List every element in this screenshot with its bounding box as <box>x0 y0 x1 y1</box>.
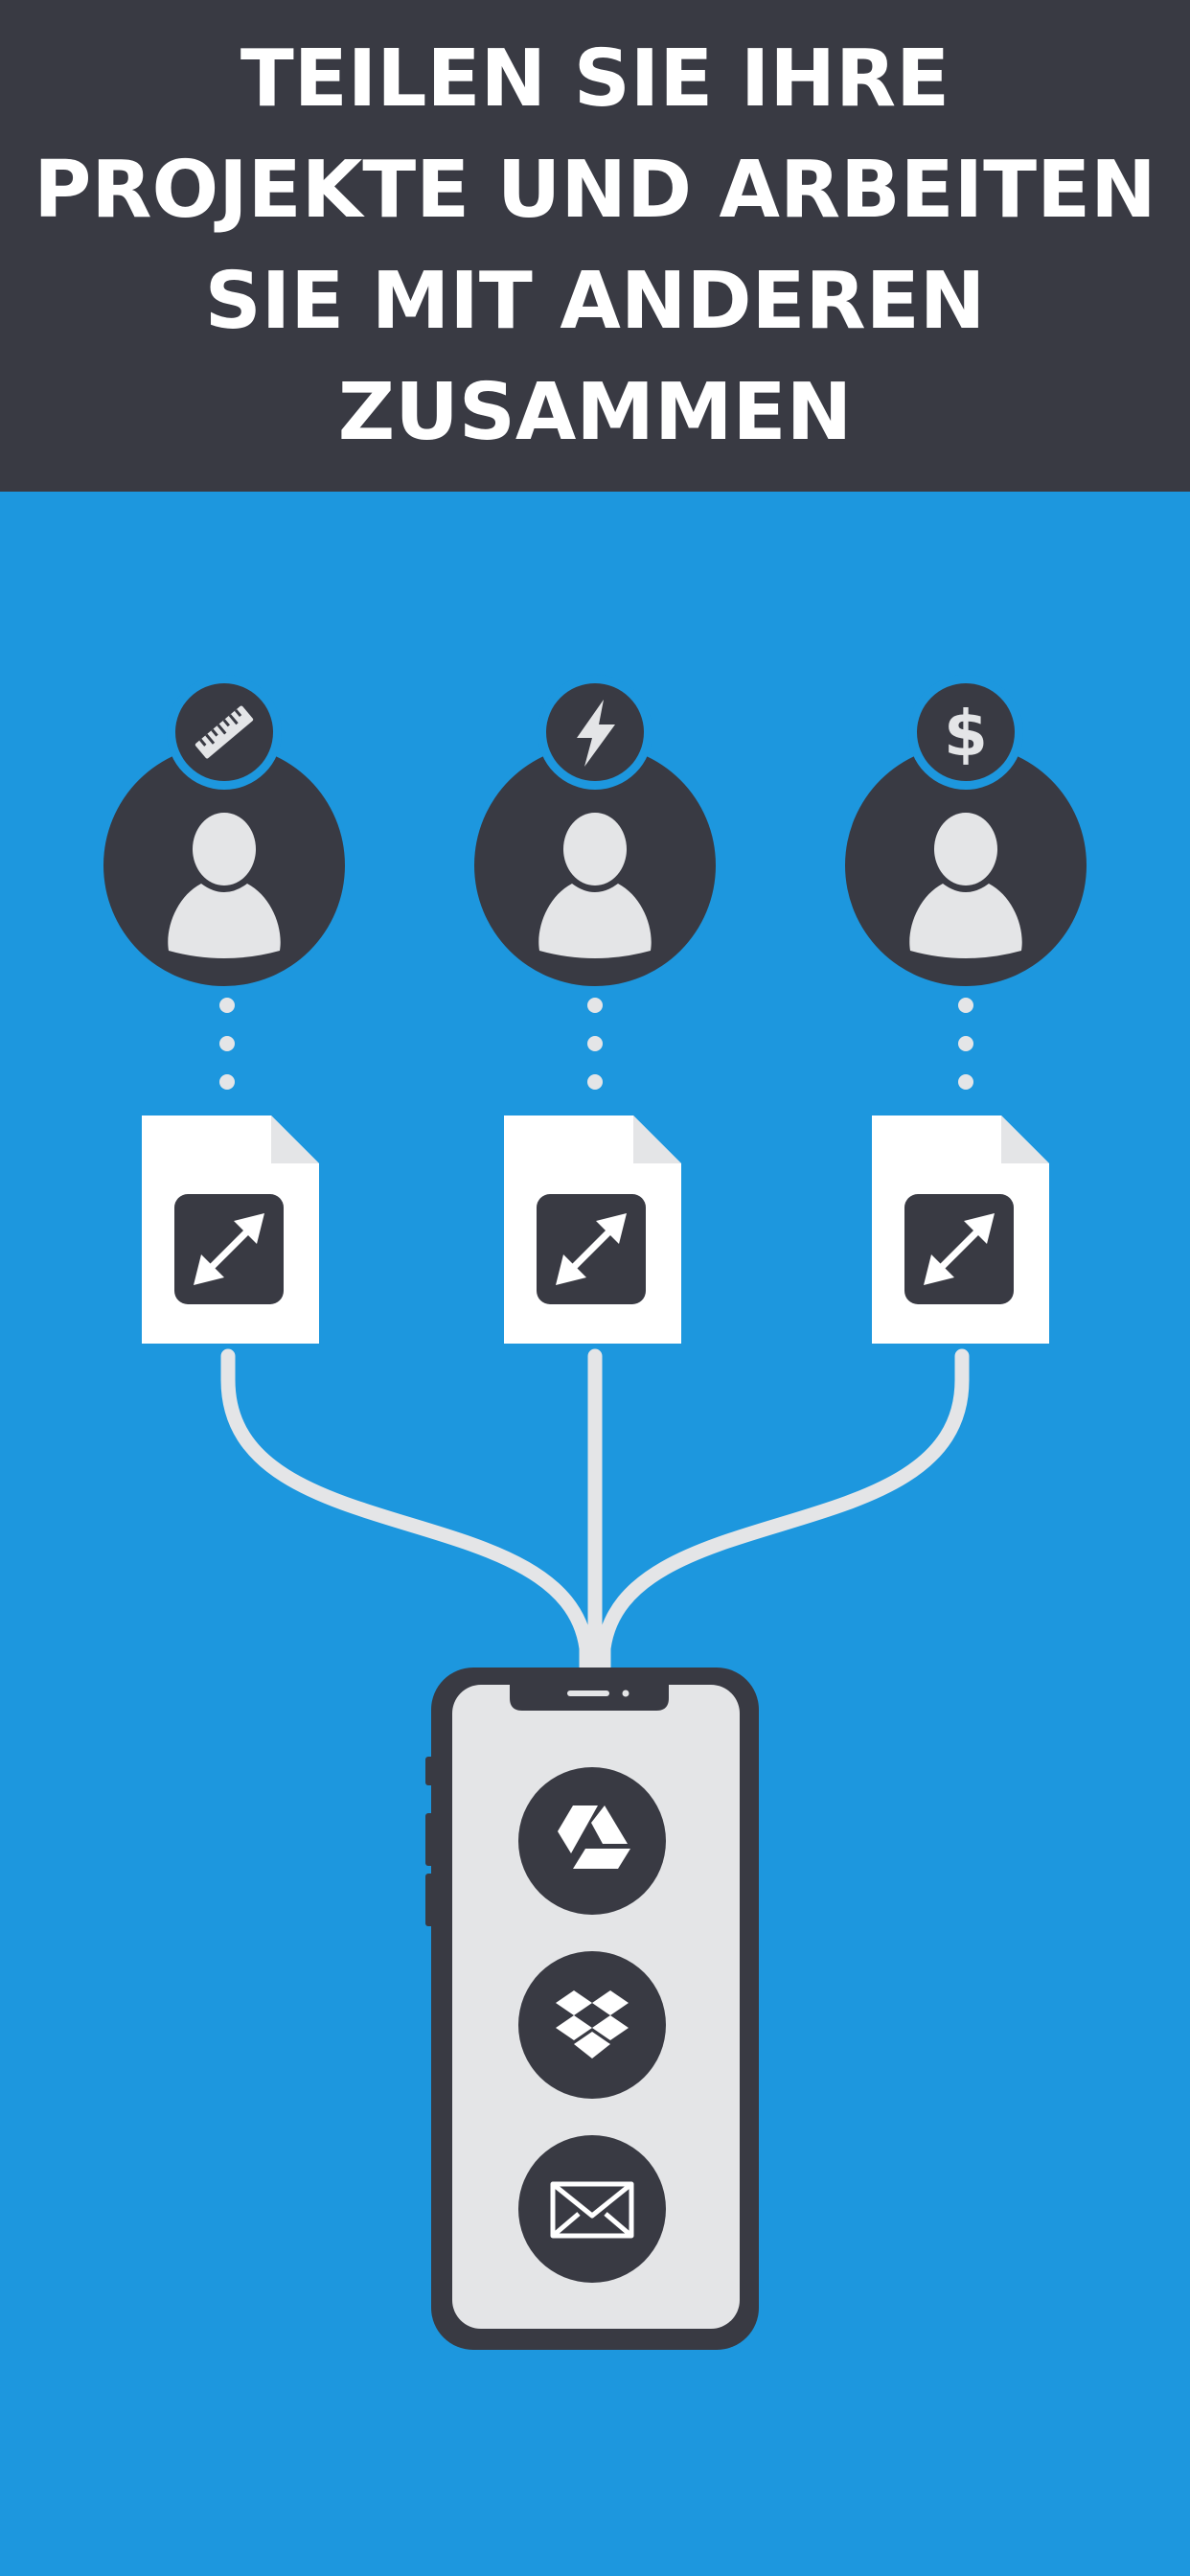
collaborator-2 <box>474 675 716 1090</box>
share-mail[interactable] <box>518 2135 666 2283</box>
dollar-icon: $ <box>944 697 988 770</box>
headline-line-2: PROJEKTE UND ARBEITEN <box>34 144 1156 236</box>
badge-circle <box>917 683 1015 781</box>
dotted-link-2 <box>587 998 603 1090</box>
user-icon <box>909 813 1022 958</box>
dotted-link-1 <box>219 998 235 1090</box>
connector-left <box>220 1348 594 1690</box>
phone-speaker <box>567 1690 609 1696</box>
headline-line-4: ZUSAMMEN <box>337 366 853 458</box>
connector-lines <box>220 1348 970 1690</box>
share-dropbox[interactable] <box>518 1951 666 2099</box>
resize-arrows-icon <box>194 1213 264 1285</box>
user-icon <box>538 813 652 958</box>
headline-line-1: TEILEN SIE IHRE <box>240 33 950 125</box>
phone <box>425 1668 759 2350</box>
ruler-icon <box>195 705 254 759</box>
document-2 <box>504 1116 681 1344</box>
resize-arrows-icon <box>556 1213 627 1285</box>
headline-banner: TEILEN SIE IHRE PROJEKTE UND ARBEITEN SI… <box>0 0 1190 492</box>
document-1 <box>142 1116 319 1344</box>
collaborator-3: $ <box>845 675 1087 1090</box>
document-3 <box>872 1116 1049 1344</box>
google-drive-icon <box>558 1806 630 1869</box>
phone-camera <box>622 1690 629 1697</box>
mail-icon <box>550 2181 634 2239</box>
connector-right <box>596 1348 970 1690</box>
share-google-drive[interactable] <box>518 1767 666 1915</box>
resize-arrows-icon <box>924 1213 995 1285</box>
lightning-icon <box>577 700 615 767</box>
dropbox-icon <box>556 1990 629 2058</box>
headline-line-3: SIE MIT ANDEREN <box>204 255 986 347</box>
collaborator-1 <box>103 675 345 1090</box>
dotted-link-3 <box>958 998 973 1090</box>
user-icon <box>168 813 281 958</box>
